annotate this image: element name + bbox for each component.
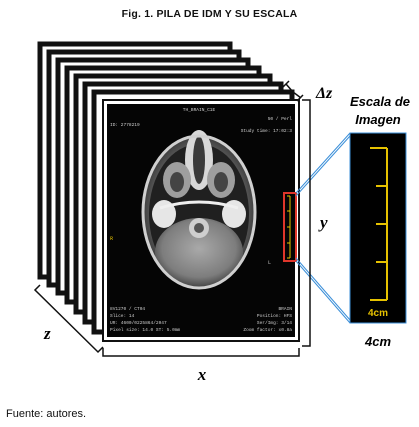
dimension-brackets — [33, 80, 311, 357]
scale-highlight-box — [283, 192, 297, 262]
scale-title-line2: Imagen — [355, 112, 401, 127]
ct-label-br4: Zoom factor: x0.8a — [243, 327, 292, 333]
figure-source: Fuente: autores. — [6, 408, 87, 420]
ct-label-bl2: Slice: 14 — [110, 313, 135, 319]
ct-label-side-left: R — [110, 236, 113, 242]
ct-label-br2: Position: HFS — [257, 313, 292, 319]
ct-label-br3: Ser/Img: 3/14 — [257, 320, 292, 326]
ct-label-br1: BRAIN — [278, 306, 292, 312]
ct-label-bl4: Pixel size: 14.0 ST: 5.0mm — [110, 327, 181, 333]
scale-unit-below: 4cm — [364, 334, 391, 349]
y-axis-label: y — [318, 213, 328, 232]
ct-label-study-time: Study time: 17:02:3 — [241, 128, 293, 134]
ct-label-top: TH_BRAIN_C1E — [183, 107, 216, 113]
ct-label-side-right: L — [268, 260, 271, 266]
scale-title-line1: Escala de — [350, 94, 410, 109]
delta-z-bracket — [285, 83, 302, 99]
cerebellum — [155, 218, 243, 286]
scale-unit-inset: 4cm — [368, 308, 388, 319]
x-axis-label: x — [197, 365, 207, 384]
z-axis-label: z — [43, 324, 51, 343]
scale-inset: 4cm — [349, 132, 407, 324]
z-bracket — [33, 284, 104, 354]
ct-label-bl1: 8V1270 / CT04 — [110, 306, 145, 312]
delta-z-label: Δz — [315, 85, 333, 102]
ct-label-id: ID: 2778219 — [110, 122, 140, 128]
ct-label-right-top: 50 / Perl — [268, 116, 293, 122]
figure-title: Fig. 1. PILA DE IDM Y SU ESCALA — [121, 8, 298, 20]
x-bracket — [102, 348, 300, 357]
zoom-connectors — [295, 132, 351, 324]
front-slice-ct-image: TH_BRAIN_C1E ID: 2778219 50 / Perl Study… — [102, 99, 300, 342]
ct-label-bl3: UR: 4600/0225864/2047 — [110, 320, 167, 326]
y-bracket — [302, 99, 311, 347]
